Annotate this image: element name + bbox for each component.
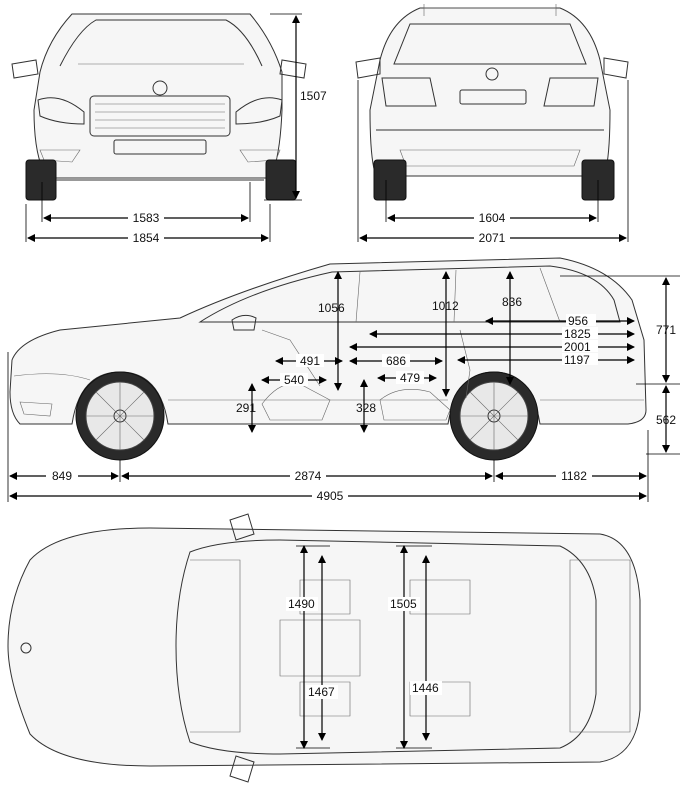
label-bg bbox=[312, 489, 348, 503]
label-bg bbox=[562, 340, 598, 352]
label-bg bbox=[388, 597, 420, 611]
cargo-opening-height-label: 771 bbox=[656, 323, 676, 337]
front-width-label: 1854 bbox=[133, 231, 160, 245]
label-bg bbox=[280, 373, 308, 386]
label-bg bbox=[562, 353, 598, 365]
side-view: 1056 1012 836 771 562 956 1825 2001 1197… bbox=[7, 257, 680, 503]
label-bg bbox=[474, 230, 510, 244]
rear-view: 1604 2071 bbox=[355, 4, 629, 245]
label-bg bbox=[396, 371, 424, 384]
label-bg bbox=[562, 327, 598, 339]
front-elbow-width-label: 1467 bbox=[308, 685, 335, 699]
front-view: 1507 1583 1854 bbox=[11, 13, 327, 245]
front-car-outline bbox=[11, 13, 307, 201]
front-seat-height-label: 291 bbox=[236, 401, 256, 415]
label-bg bbox=[306, 685, 338, 699]
label-bg bbox=[290, 469, 326, 483]
label-bg bbox=[410, 681, 442, 695]
rear-width-label: 2071 bbox=[479, 231, 506, 245]
rear-car-outline bbox=[355, 4, 629, 201]
label-bg bbox=[286, 597, 318, 611]
rear-seat-height-label: 328 bbox=[356, 401, 376, 415]
cargo-length-seats-up-label: 1197 bbox=[564, 353, 590, 367]
label-bg bbox=[474, 210, 510, 224]
rear-shoulder-width-label: 1505 bbox=[390, 597, 417, 611]
headroom-rear-label: 1012 bbox=[432, 299, 459, 313]
front-legroom-a-label: 491 bbox=[300, 354, 320, 368]
front-legroom-b-label: 540 bbox=[284, 373, 304, 387]
label-bg bbox=[296, 354, 324, 367]
label-bg bbox=[556, 469, 592, 483]
overall-length-label: 4905 bbox=[317, 489, 344, 503]
top-view: 1490 1505 1467 1446 bbox=[7, 513, 641, 783]
headroom-front-label: 1056 bbox=[318, 301, 345, 315]
rear-legroom-a-label: 686 bbox=[386, 354, 406, 368]
loading-sill-height-label: 562 bbox=[656, 413, 676, 427]
side-car-outline bbox=[9, 257, 647, 461]
cargo-length-short-label: 956 bbox=[568, 314, 588, 328]
front-shoulder-width-label: 1490 bbox=[288, 597, 315, 611]
label-bg bbox=[128, 230, 164, 244]
rear-track-label: 1604 bbox=[479, 211, 506, 225]
top-car-outline bbox=[7, 513, 641, 783]
label-bg bbox=[382, 354, 410, 367]
wheelbase-label: 2874 bbox=[295, 469, 322, 483]
rear-overhang-label: 1182 bbox=[561, 469, 587, 483]
front-overhang-label: 849 bbox=[52, 469, 72, 483]
top-dimension-lines bbox=[296, 545, 432, 749]
label-bg bbox=[128, 210, 164, 224]
front-track-label: 1583 bbox=[133, 211, 160, 225]
rear-legroom-b-label: 479 bbox=[400, 371, 420, 385]
label-bg bbox=[566, 314, 596, 326]
cargo-length-max-label: 2001 bbox=[564, 340, 591, 354]
rear-elbow-width-label: 1446 bbox=[412, 681, 439, 695]
label-bg bbox=[46, 469, 78, 483]
cargo-length-folded-label: 1825 bbox=[564, 327, 591, 341]
cargo-height-label: 836 bbox=[502, 295, 522, 309]
front-height-label: 1507 bbox=[300, 89, 327, 103]
